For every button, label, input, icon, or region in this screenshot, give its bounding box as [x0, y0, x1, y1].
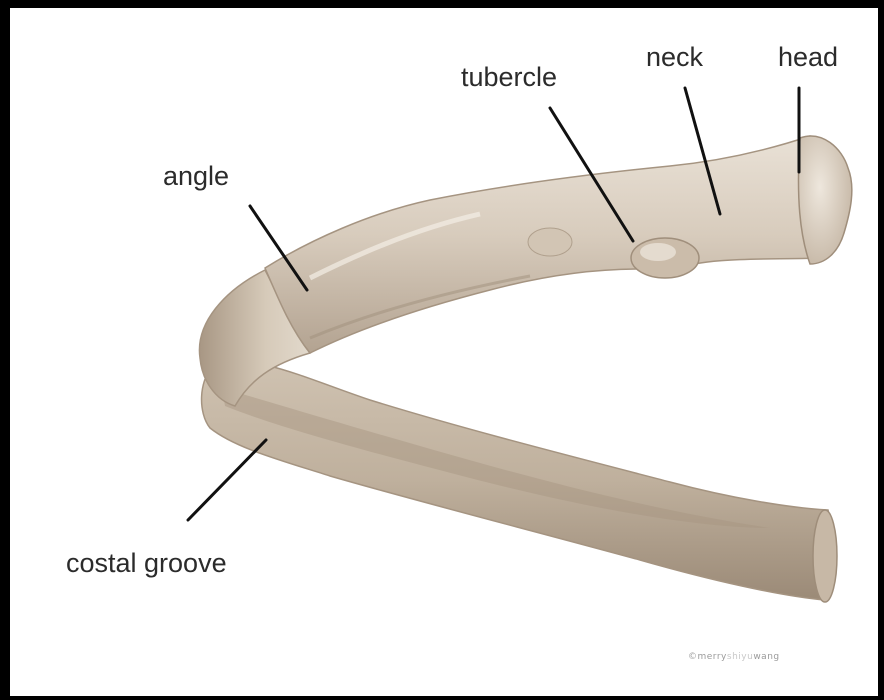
leader-line-costal-groove: [188, 440, 266, 520]
tubercle-highlight: [640, 243, 676, 261]
credit-middle: shiyu: [727, 652, 753, 662]
angle-bump: [528, 228, 572, 256]
credit-suffix: wang: [753, 652, 779, 662]
label-tubercle: tubercle: [461, 64, 557, 91]
artist-credit: ©merryshiyuwang: [688, 652, 780, 662]
rib-distal-end: [813, 510, 837, 602]
rib-head: [798, 136, 851, 264]
label-angle: angle: [163, 163, 229, 190]
credit-prefix: ©merry: [688, 652, 727, 662]
label-head: head: [778, 44, 838, 71]
label-costal-groove: costal groove: [66, 550, 227, 577]
rib-illustration: [10, 8, 878, 696]
figure-canvas: head neck tubercle angle costal groove ©…: [10, 8, 878, 696]
label-neck: neck: [646, 44, 703, 71]
